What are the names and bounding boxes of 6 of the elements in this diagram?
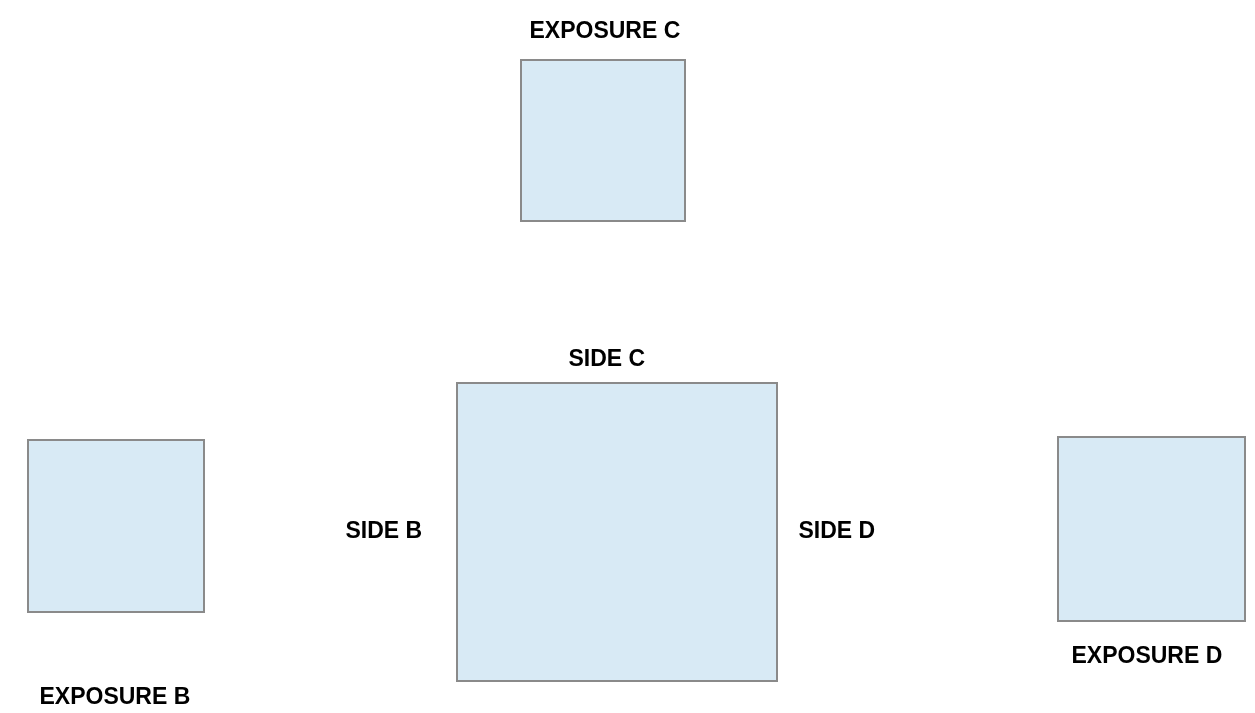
panel-heading: EXPOSURE C bbox=[529, 19, 681, 42]
panel-heading: EXPOSURE D bbox=[1071, 644, 1223, 667]
side-label: SIDE D bbox=[798, 519, 876, 542]
side-label: SIDE C bbox=[568, 347, 646, 370]
side-label: SIDE B bbox=[345, 519, 423, 542]
panel-heading: EXPOSURE B bbox=[39, 685, 191, 708]
